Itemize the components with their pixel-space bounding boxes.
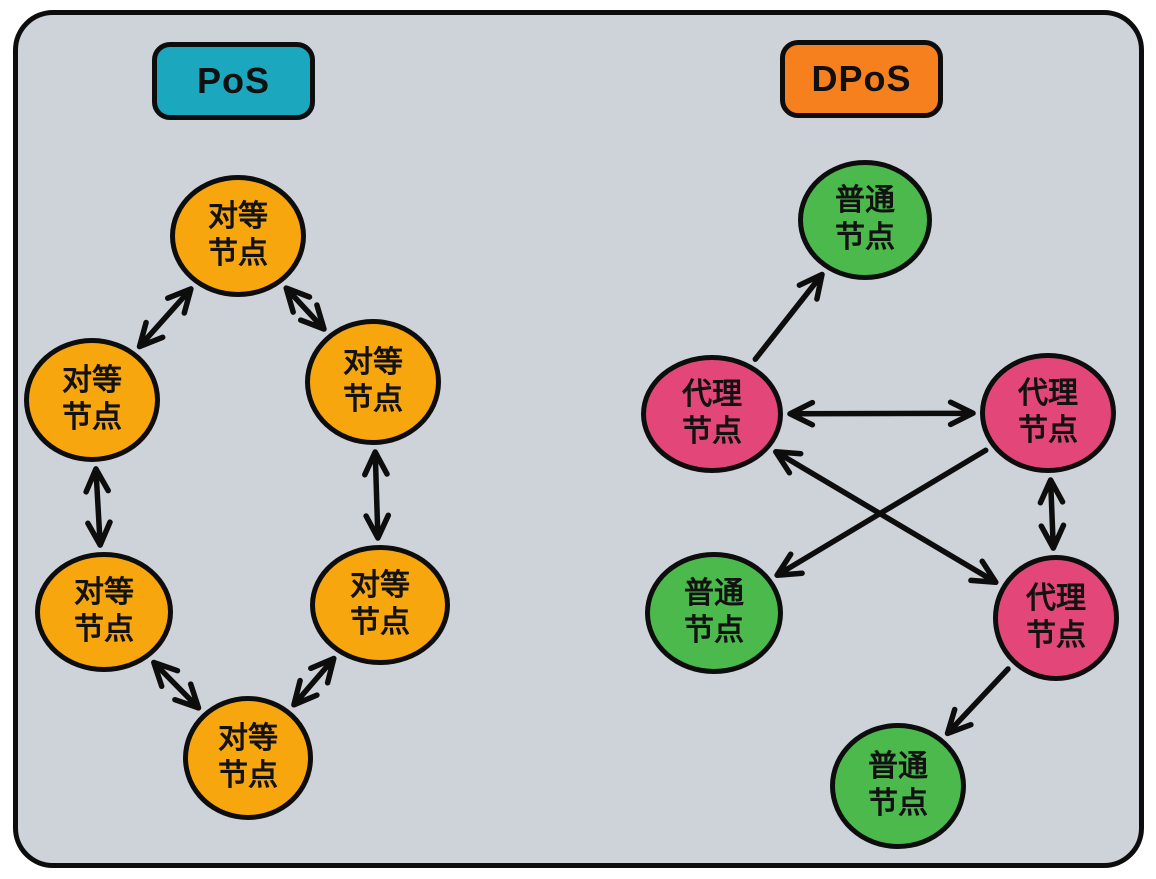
pos-peer-node-bottom: 对等 节点 — [183, 696, 313, 820]
dpos-delegate-node-lower-right: 代理 节点 — [993, 555, 1119, 681]
arrow-p3-p5-bidirectional — [362, 449, 392, 541]
node-label: 对等 节点 — [74, 576, 134, 646]
node-label: 对等 节点 — [343, 346, 403, 416]
arrow-d3-g3 — [944, 666, 1011, 737]
node-label: 普通 节点 — [684, 577, 744, 647]
arrow-d2-d1-bidirectional — [787, 399, 976, 428]
node-label: 对等 节点 — [350, 569, 410, 639]
arrow-d2-d3-bidirectional — [1037, 477, 1067, 551]
pos-peer-node-top: 对等 节点 — [170, 175, 306, 297]
pos-badge-label: PoS — [196, 60, 270, 101]
arrow-p5-p6-bidirectional — [291, 655, 337, 708]
dpos-ordinary-node-lower-left: 普通 节点 — [645, 552, 783, 674]
dpos-badge-label: DPoS — [811, 58, 912, 99]
node-label: 代理 节点 — [1026, 582, 1086, 652]
node-label: 对等 节点 — [208, 200, 268, 270]
arrow-p2-p4-bidirectional — [83, 466, 113, 548]
dpos-ordinary-node-bottom: 普通 节点 — [830, 723, 966, 849]
arrow-d1-g1 — [752, 271, 825, 362]
node-label: 对等 节点 — [62, 364, 122, 434]
dpos-badge: DPoS — [780, 40, 943, 118]
node-label: 代理 节点 — [682, 378, 742, 448]
pos-peer-node-upper-right: 对等 节点 — [305, 319, 441, 445]
arrow-p4-p6-bidirectional — [151, 659, 202, 711]
pos-peer-node-lower-left: 对等 节点 — [35, 552, 173, 672]
pos-badge: PoS — [152, 42, 315, 120]
pos-peer-node-lower-right: 对等 节点 — [310, 545, 450, 665]
pos-peer-node-upper-left: 对等 节点 — [24, 338, 160, 462]
node-label: 对等 节点 — [218, 722, 278, 792]
arrow-p1-p3-bidirectional — [283, 285, 327, 332]
dpos-delegate-node-right: 代理 节点 — [980, 353, 1116, 473]
dpos-delegate-node-left: 代理 节点 — [641, 355, 783, 473]
arrow-d2-g2 — [774, 447, 989, 578]
node-label: 普通 节点 — [868, 750, 928, 820]
node-label: 普通 节点 — [835, 184, 895, 254]
dpos-ordinary-node-top: 普通 节点 — [798, 160, 932, 280]
arrow-d1-d3-bidirectional — [773, 449, 999, 586]
arrow-p1-p2-bidirectional — [136, 286, 194, 350]
node-label: 代理 节点 — [1018, 377, 1078, 447]
